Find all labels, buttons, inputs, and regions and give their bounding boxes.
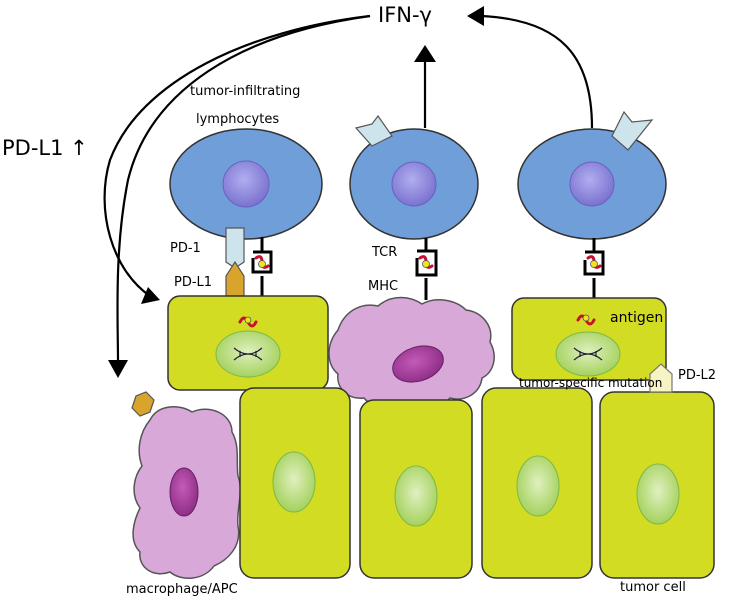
tumor-cell-label: tumor cell: [620, 580, 686, 595]
tumor-nucleus-lower-2: [394, 465, 438, 527]
pd-l1-ligand-icon: [225, 260, 245, 297]
pd-l1-macrophage-ligand-icon: [131, 391, 155, 417]
tumor-nucleus-lower-1: [272, 451, 316, 513]
arrowhead-tumor-icon: [141, 287, 160, 304]
tumor-nucleus-lower-4: [636, 463, 680, 525]
antigen-label: antigen: [610, 310, 664, 326]
tcr-label: TCR: [372, 245, 398, 260]
antigen-star-middle-icon: [422, 260, 430, 268]
receptor-top-right-icon: [611, 110, 654, 151]
receptor-top-middle-icon: [354, 114, 393, 147]
lymphocyte-nucleus-left: [222, 160, 270, 208]
tumor-specific-mutation-label: tumor-specific mutation: [519, 376, 663, 390]
pd-1-receptor-icon: [225, 227, 245, 267]
lymphocyte-nucleus-middle: [391, 161, 437, 207]
pd-l2-label: PD-L2: [678, 368, 717, 383]
mhc-label: MHC: [368, 279, 399, 294]
til-label-line1: tumor-infiltrating: [190, 84, 301, 99]
pd-l1-upregulation-arrow-macrophage: [116, 14, 371, 363]
arrowhead-left-icon: [467, 6, 484, 26]
arrowhead-macrophage-icon: [108, 360, 128, 378]
pd-l1-up-label: PD-L1 ↑: [2, 136, 88, 160]
antigen-star-right-icon: [590, 260, 598, 268]
ifn-arrow-right: [481, 14, 594, 129]
apc-nucleus-middle: [392, 345, 444, 383]
pd-l1-upregulation-arrow-tumor: [103, 14, 371, 297]
tumor-nucleus-lower-3: [516, 455, 560, 517]
pd-1-label: PD-1: [170, 241, 201, 256]
dna-icon-upper-right: [573, 347, 603, 361]
lymphocyte-nucleus-right: [569, 161, 615, 207]
pd-l2-ligand-icon: [649, 363, 673, 393]
arrowhead-up-icon: [414, 45, 436, 62]
macrophage-nucleus: [169, 467, 199, 517]
macrophage-apc-label: macrophage/APC: [126, 582, 238, 597]
antigen-star-left-icon: [258, 260, 266, 268]
til-label-line2: lymphocytes: [196, 112, 280, 127]
tcr-mhc-complex-left: [251, 237, 273, 296]
ifn-gamma-label: IFN-γ: [378, 3, 432, 27]
tcr-mhc-complex-right: [583, 238, 605, 298]
pd-l1-label: PD-L1: [174, 275, 213, 290]
dna-icon-upper-left: [233, 347, 263, 361]
tcr-mhc-complex-middle: [415, 238, 438, 300]
